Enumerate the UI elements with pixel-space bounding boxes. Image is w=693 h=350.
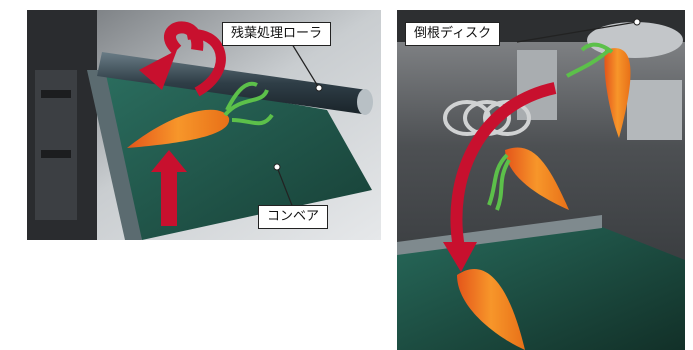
machine-slot bbox=[41, 150, 71, 158]
right-photo bbox=[397, 10, 685, 350]
metal-bracket bbox=[627, 80, 682, 140]
carrot-vertical-leaves bbox=[565, 42, 614, 78]
up-arrow-head bbox=[151, 150, 187, 172]
carrot-bottom bbox=[457, 268, 525, 350]
carrot-middle bbox=[505, 147, 569, 210]
carrot-leaves bbox=[223, 81, 274, 126]
rotation-arrowhead bbox=[139, 50, 177, 90]
drop-arrow bbox=[450, 82, 557, 250]
disk-pointer-dot bbox=[633, 18, 641, 26]
drop-arrowhead bbox=[443, 242, 477, 272]
roller-pointer bbox=[291, 43, 320, 89]
roller-label: 残葉処理ローラ bbox=[222, 22, 332, 46]
disk-label: 倒根ディスク bbox=[405, 22, 501, 46]
conveyor-label: コンベア bbox=[258, 205, 329, 229]
carrot bbox=[127, 109, 230, 148]
machine-slot bbox=[41, 90, 71, 98]
rotation-arrow bbox=[164, 21, 204, 55]
left-photo bbox=[27, 10, 381, 240]
carrot-middle-leaves bbox=[487, 153, 511, 211]
disk-pointer bbox=[516, 21, 638, 43]
roller-pointer-dot bbox=[315, 84, 323, 92]
roller-end bbox=[357, 89, 373, 115]
carrot-vertical bbox=[604, 48, 631, 138]
conveyor-side bbox=[87, 70, 142, 240]
rotation-arrow-back bbox=[186, 29, 226, 97]
conveyor-pointer bbox=[276, 166, 294, 209]
conveyor-pointer-dot bbox=[273, 163, 281, 171]
up-arrow-shaft bbox=[161, 170, 177, 226]
